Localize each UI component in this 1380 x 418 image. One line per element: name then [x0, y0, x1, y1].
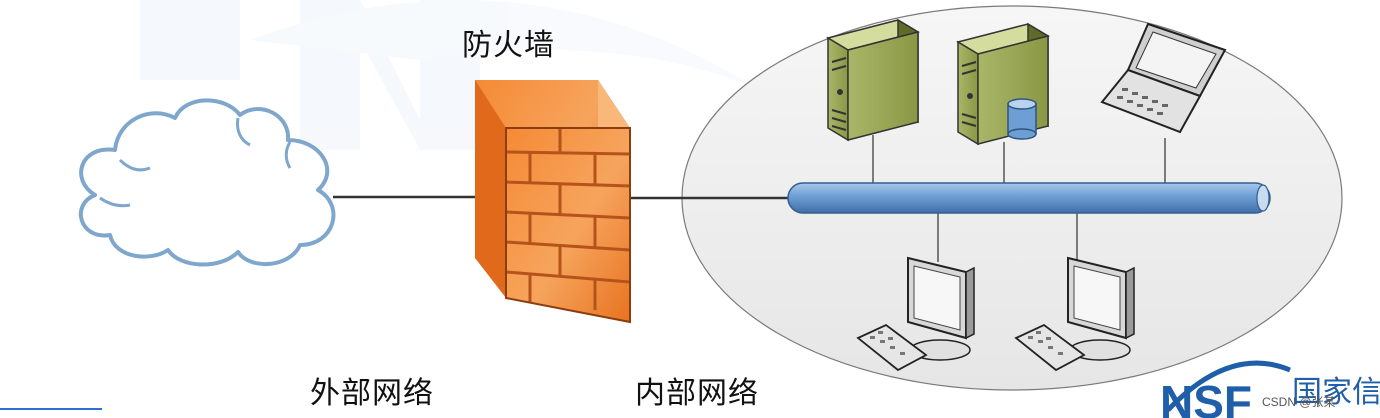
logo-text: 国家信	[1292, 375, 1380, 410]
internal-network-label: 内部网络	[635, 376, 759, 411]
server-icon	[826, 18, 920, 142]
desktop-computer-icon	[1014, 256, 1135, 372]
logo-letters: NSF	[1160, 376, 1252, 418]
device-links	[872, 135, 1166, 262]
network-bus-icon	[787, 182, 1271, 214]
external-network-label: 外部网络	[310, 376, 434, 411]
desktop-computer-icon	[856, 256, 975, 372]
csdn-watermark: CSDN @张某	[1262, 395, 1336, 409]
cloud-icon	[78, 98, 336, 267]
slide-underline	[0, 408, 102, 410]
laptop-icon	[1100, 22, 1227, 134]
firewall-icon	[475, 80, 631, 324]
nsf-logo: NSF 国家信	[1160, 360, 1380, 418]
database-server-icon	[956, 22, 1050, 146]
background-watermark	[140, 0, 760, 150]
firewall-label: 防火墙	[462, 28, 555, 63]
